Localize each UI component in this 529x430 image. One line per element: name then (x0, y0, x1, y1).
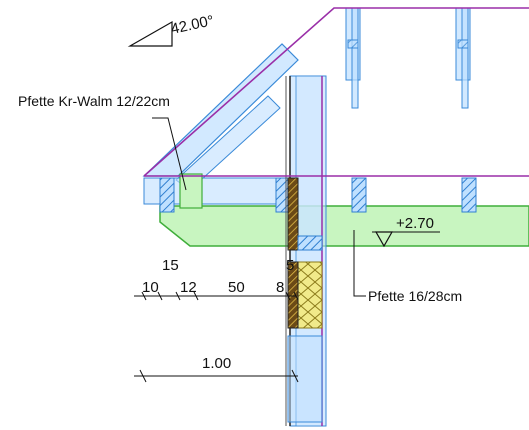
rafter-section-1 (159, 177, 175, 213)
dim-top-total: 15 (162, 257, 179, 274)
roof-outline (143, 7, 529, 177)
dim-d5: 8 (276, 279, 284, 296)
level-label: +2.70 (396, 215, 434, 232)
rafter-section-4 (461, 177, 477, 213)
leader-pfette-walm: Pfette Kr-Walm 12/22cm (18, 93, 187, 191)
pfette-walm-section (179, 173, 203, 209)
leader-pfette-main: Pfette 16/28cm (353, 230, 462, 304)
rafter-section-3 (351, 177, 367, 213)
level-marker: +2.70 (372, 215, 440, 248)
overhang-dimension: 1.00 (134, 355, 299, 383)
wall-assembly (285, 75, 327, 427)
dim-d4: 5 (286, 257, 294, 274)
roof-angle-label: 42.00° (169, 12, 215, 38)
wall-insulation (297, 261, 323, 329)
dim-d2: 12 (180, 279, 197, 296)
dim-overhang: 1.00 (202, 355, 231, 372)
dim-d1: 10 (142, 279, 159, 296)
dimension-chain: 15 10 12 50 5 8 (134, 257, 299, 301)
upper-posts (345, 7, 471, 109)
dim-d3: 50 (228, 279, 245, 296)
pfette-main-label: Pfette 16/28cm (368, 288, 462, 304)
roof-angle-symbol: 42.00° (127, 12, 215, 47)
pfette-walm-label: Pfette Kr-Walm 12/22cm (18, 93, 170, 109)
